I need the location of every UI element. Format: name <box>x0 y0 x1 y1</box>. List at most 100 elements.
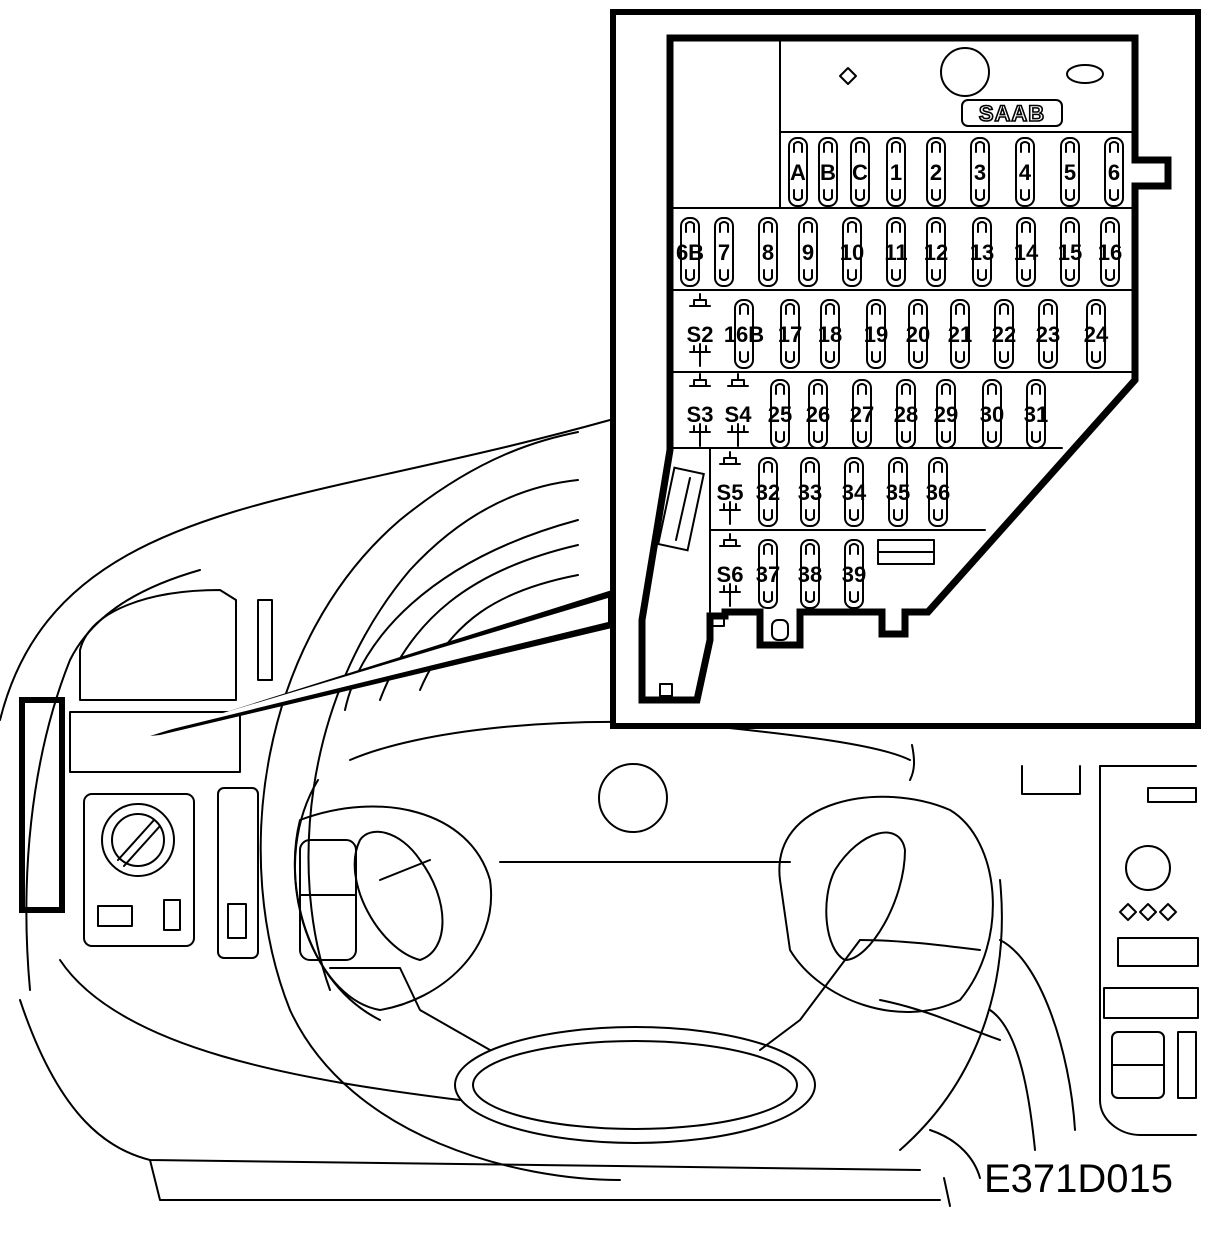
figure-code: E371D015 <box>984 1157 1173 1201</box>
callout-pointer <box>150 590 612 736</box>
fuse-c: C <box>850 137 870 207</box>
relay-symbol <box>657 466 705 552</box>
fuse-24: 24 <box>1084 299 1109 369</box>
fuse-29: 29 <box>934 379 958 449</box>
fuse-label: 15 <box>1058 240 1082 265</box>
fuse-label: 16B <box>724 322 764 347</box>
fuse-18: 18 <box>818 299 842 369</box>
fuse-9: 9 <box>798 217 818 287</box>
dashboard-upper-contour <box>0 419 611 721</box>
fuse-label: 11 <box>884 240 907 265</box>
light-switch-panel <box>83 793 195 947</box>
fuse-label: 23 <box>1036 322 1060 347</box>
fuse-3: 3 <box>970 137 990 207</box>
fuse-26: 26 <box>806 379 830 449</box>
fuse-label: 2 <box>930 160 942 185</box>
fuse-label: A <box>790 160 806 185</box>
ignition-ring <box>598 763 668 833</box>
fuse-23: 23 <box>1036 299 1060 369</box>
door-edge-strip <box>19 697 65 913</box>
left-vent-outline <box>79 589 237 701</box>
fuse-s2: S2 <box>687 293 713 367</box>
fuse-label: 5 <box>1064 160 1076 185</box>
fuse-label: 16 <box>1098 240 1122 265</box>
fuse-label: 13 <box>970 240 994 265</box>
brand-badge: SAAB <box>961 99 1063 127</box>
switch-button-b <box>163 899 181 931</box>
fuse-7: 7 <box>714 217 734 287</box>
switch-button-a <box>97 905 133 927</box>
fuse-28: 28 <box>894 379 918 449</box>
console-knob <box>1125 845 1171 891</box>
fuse-label: 31 <box>1024 402 1048 427</box>
fuse-cover-panel <box>69 711 241 773</box>
fuse-12: 12 <box>924 217 948 287</box>
fuse-label: 4 <box>1019 160 1032 185</box>
fuse-label: 9 <box>802 240 814 265</box>
fuse-36: 36 <box>926 457 950 527</box>
fuse-label: 17 <box>778 322 802 347</box>
fuse-17: 17 <box>778 299 802 369</box>
fuse-label: B <box>820 160 836 185</box>
fuse-label: 37 <box>756 562 780 587</box>
fuse-label: 21 <box>948 322 972 347</box>
fuse-13: 13 <box>970 217 994 287</box>
fuse-label: 7 <box>718 240 730 265</box>
light-switch-knob <box>101 803 175 877</box>
fuse-label: 35 <box>886 480 910 505</box>
dashboard-bottom-contour <box>19 999 921 1171</box>
mount-slot <box>1066 64 1104 84</box>
fuse-label: S3 <box>687 402 714 427</box>
fuse-11: 11 <box>884 217 908 287</box>
fuse-35: 35 <box>886 457 910 527</box>
fuse-label: 8 <box>762 240 774 265</box>
fuse-label: 34 <box>842 480 867 505</box>
fuse-label: 3 <box>974 160 986 185</box>
fuse-label: 19 <box>864 322 888 347</box>
fuse-27: 27 <box>850 379 874 449</box>
fuse-label: 33 <box>798 480 822 505</box>
fuse-6: 6 <box>1104 137 1124 207</box>
mount-hole <box>940 47 990 97</box>
fuse-1: 1 <box>886 137 906 207</box>
fuse-label: 24 <box>1084 322 1109 347</box>
switch-bank <box>217 787 259 959</box>
fuse-16: 16 <box>1098 217 1122 287</box>
steering-wheel-rim <box>259 431 579 1011</box>
fuse-label: S4 <box>725 402 753 427</box>
fuse-label: 30 <box>980 402 1004 427</box>
fuse-8: 8 <box>758 217 778 287</box>
fuse-s6: S6 <box>717 533 744 607</box>
fuse-s4: S4 <box>725 373 753 447</box>
fuse-30: 30 <box>980 379 1004 449</box>
fuse-6b: 6B <box>676 217 704 287</box>
fuse-label: 29 <box>934 402 958 427</box>
left-spoke <box>293 805 493 1011</box>
fuse-32: 32 <box>756 457 780 527</box>
fuse-15: 15 <box>1058 217 1082 287</box>
fuse-label: 6B <box>676 240 704 265</box>
mount-diamond <box>839 67 857 85</box>
fuse-a: A <box>788 137 808 207</box>
fuse-5: 5 <box>1060 137 1080 207</box>
fuse-31: 31 <box>1024 379 1048 449</box>
fuse-22: 22 <box>992 299 1016 369</box>
fuse-b: B <box>818 137 838 207</box>
fuse-4: 4 <box>1015 137 1035 207</box>
fuse-38: 38 <box>798 539 822 609</box>
fuse-label: S6 <box>717 562 744 587</box>
fuse-label: C <box>852 160 868 185</box>
fuse-19: 19 <box>864 299 888 369</box>
brand-logo: SAAB <box>979 101 1045 126</box>
fuse-label: 28 <box>894 402 918 427</box>
fuse-label: 26 <box>806 402 830 427</box>
fuse-25: 25 <box>768 379 792 449</box>
fuse-label: 20 <box>906 322 930 347</box>
fuse-s5: S5 <box>717 451 743 525</box>
fuse-label: 22 <box>992 322 1016 347</box>
dashboard-lower-trim <box>149 1159 941 1201</box>
fuse-37: 37 <box>756 539 780 609</box>
fuse-label: 14 <box>1014 240 1039 265</box>
